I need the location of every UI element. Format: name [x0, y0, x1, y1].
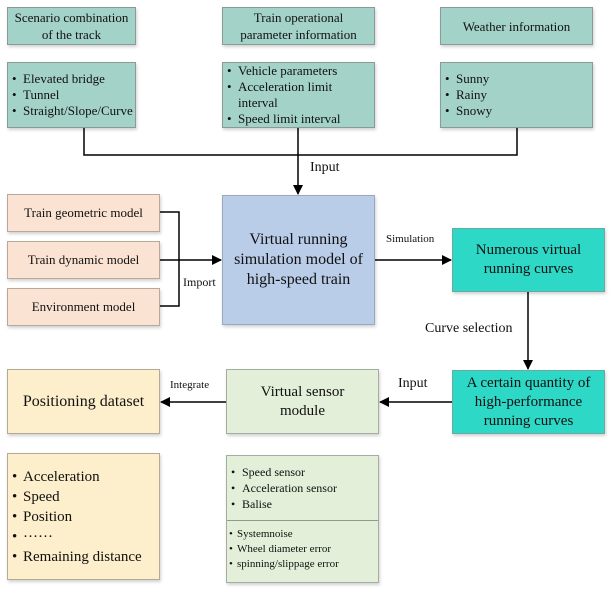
train-geometric-model: Train geometric model — [7, 194, 160, 232]
list-item: Position — [10, 507, 155, 527]
list-item: Speed limit interval — [225, 111, 343, 127]
edge-label-input-bottom: Input — [398, 376, 428, 391]
edge-label-import: Import — [183, 275, 216, 289]
list-item: Speed — [10, 487, 155, 507]
list-item: Vehicle parameters — [225, 63, 343, 79]
list-item: Tunnel — [10, 87, 131, 103]
dataset-items-box: Acceleration Speed Position ······ Remai… — [7, 453, 160, 580]
list-item: Sunny — [443, 71, 588, 87]
connector-top-bus — [83, 128, 518, 156]
list-item: Acceleration limit interval — [225, 79, 343, 111]
numerous-curves-box: Numerous virtual running curves — [452, 228, 605, 292]
list-item: Speed sensor — [229, 464, 374, 480]
sensor-list: Speed sensor Acceleration sensor Balise — [229, 464, 374, 512]
train-parameter-header: Train operational parameter information — [222, 7, 375, 45]
list-item: Remaining distance — [10, 547, 155, 567]
list-item: Acceleration sensor — [229, 480, 374, 496]
track-scenario-list-box: Elevated bridge Tunnel Straight/Slope/Cu… — [7, 62, 136, 128]
simulation-model-box: Virtual running simulation model of high… — [222, 195, 375, 325]
edge-label-curve-selection: Curve selection — [425, 321, 513, 336]
connector-models-bus — [160, 211, 180, 307]
list-item: Snowy — [443, 103, 588, 119]
weather-header: Weather information — [440, 7, 593, 45]
list-item: Straight/Slope/Curve — [10, 103, 133, 119]
error-list: Systemnoise Wheel diameter error spinnin… — [227, 527, 374, 572]
list-item: Elevated bridge — [10, 71, 131, 87]
environment-model: Environment model — [7, 288, 160, 326]
edge-label-integrate: Integrate — [170, 379, 210, 391]
train-parameter-list-box: Vehicle parameters Acceleration limit in… — [222, 62, 375, 128]
edge-label-input-top: Input — [310, 160, 340, 175]
weather-list: Sunny Rainy Snowy — [443, 71, 588, 119]
dataset-items-list: Acceleration Speed Position ······ Remai… — [10, 467, 155, 567]
error-list-section: Systemnoise Wheel diameter error spinnin… — [227, 521, 378, 572]
weather-list-box: Sunny Rainy Snowy — [440, 62, 593, 128]
list-item: Wheel diameter error — [227, 542, 374, 557]
list-item: Balise — [229, 496, 374, 512]
selected-curves-box: A certain quantity of high-performance r… — [452, 370, 605, 434]
list-item: ······ — [10, 527, 155, 547]
train-parameter-list: Vehicle parameters Acceleration limit in… — [225, 63, 343, 127]
list-item: spinning/slippage error — [227, 557, 374, 572]
edge-label-simulation: Simulation — [386, 233, 435, 245]
list-item: Systemnoise — [227, 527, 374, 542]
virtual-sensor-box: Virtual sensor module — [226, 369, 379, 434]
train-dynamic-model: Train dynamic model — [7, 241, 160, 279]
positioning-dataset-box: Positioning dataset — [7, 369, 160, 434]
sensor-list-section: Speed sensor Acceleration sensor Balise — [227, 456, 378, 521]
list-item: Acceleration — [10, 467, 155, 487]
sensor-items-box: Speed sensor Acceleration sensor Balise … — [226, 455, 379, 583]
list-item: Rainy — [443, 87, 588, 103]
track-scenario-list: Elevated bridge Tunnel Straight/Slope/Cu… — [10, 71, 133, 119]
track-scenario-header: Scenario combination of the track — [7, 7, 136, 45]
